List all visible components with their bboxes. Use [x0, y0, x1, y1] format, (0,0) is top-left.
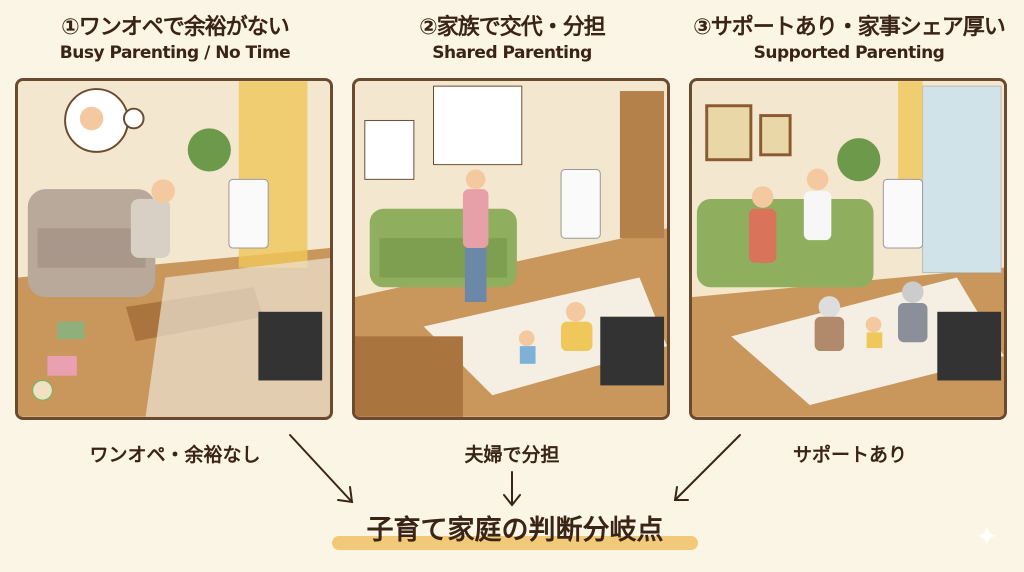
- conclusion-title: 子育て家庭の判断分岐点: [366, 515, 664, 546]
- column-1-header: ①ワンオペで余裕がない Busy Parenting / No Time: [5, 14, 345, 64]
- column-1-caption: ワンオペ・余裕なし: [89, 444, 261, 466]
- arrow-left: [289, 434, 354, 504]
- column-2-subtitle: Shared Parenting: [432, 43, 592, 63]
- column-2-caption: 夫婦で分担: [464, 444, 560, 466]
- busy-parenting-illustration: [15, 78, 333, 420]
- column-3-subtitle: Supported Parenting: [753, 43, 945, 63]
- column-2-title: ②家族で交代・分担: [419, 15, 606, 40]
- column-2-header: ②家族で交代・分担 Shared Parenting: [342, 14, 682, 64]
- conclusion-highlight: [332, 536, 698, 550]
- supported-parenting-illustration: [689, 78, 1007, 420]
- arrow-right: [673, 434, 741, 501]
- shared-parenting-illustration: [352, 78, 670, 420]
- column-1-title: ①ワンオペで余裕がない: [61, 15, 290, 40]
- sparkle-icon: ✦: [975, 520, 999, 553]
- column-1-subtitle: Busy Parenting / No Time: [59, 43, 291, 63]
- column-3-title: ③サポートあり・家事シェア厚い: [693, 15, 1006, 40]
- column-3-header: ③サポートあり・家事シェア厚い Supported Parenting: [679, 14, 1019, 64]
- column-3-caption: サポートあり: [792, 444, 907, 466]
- arrow-center: [503, 471, 521, 507]
